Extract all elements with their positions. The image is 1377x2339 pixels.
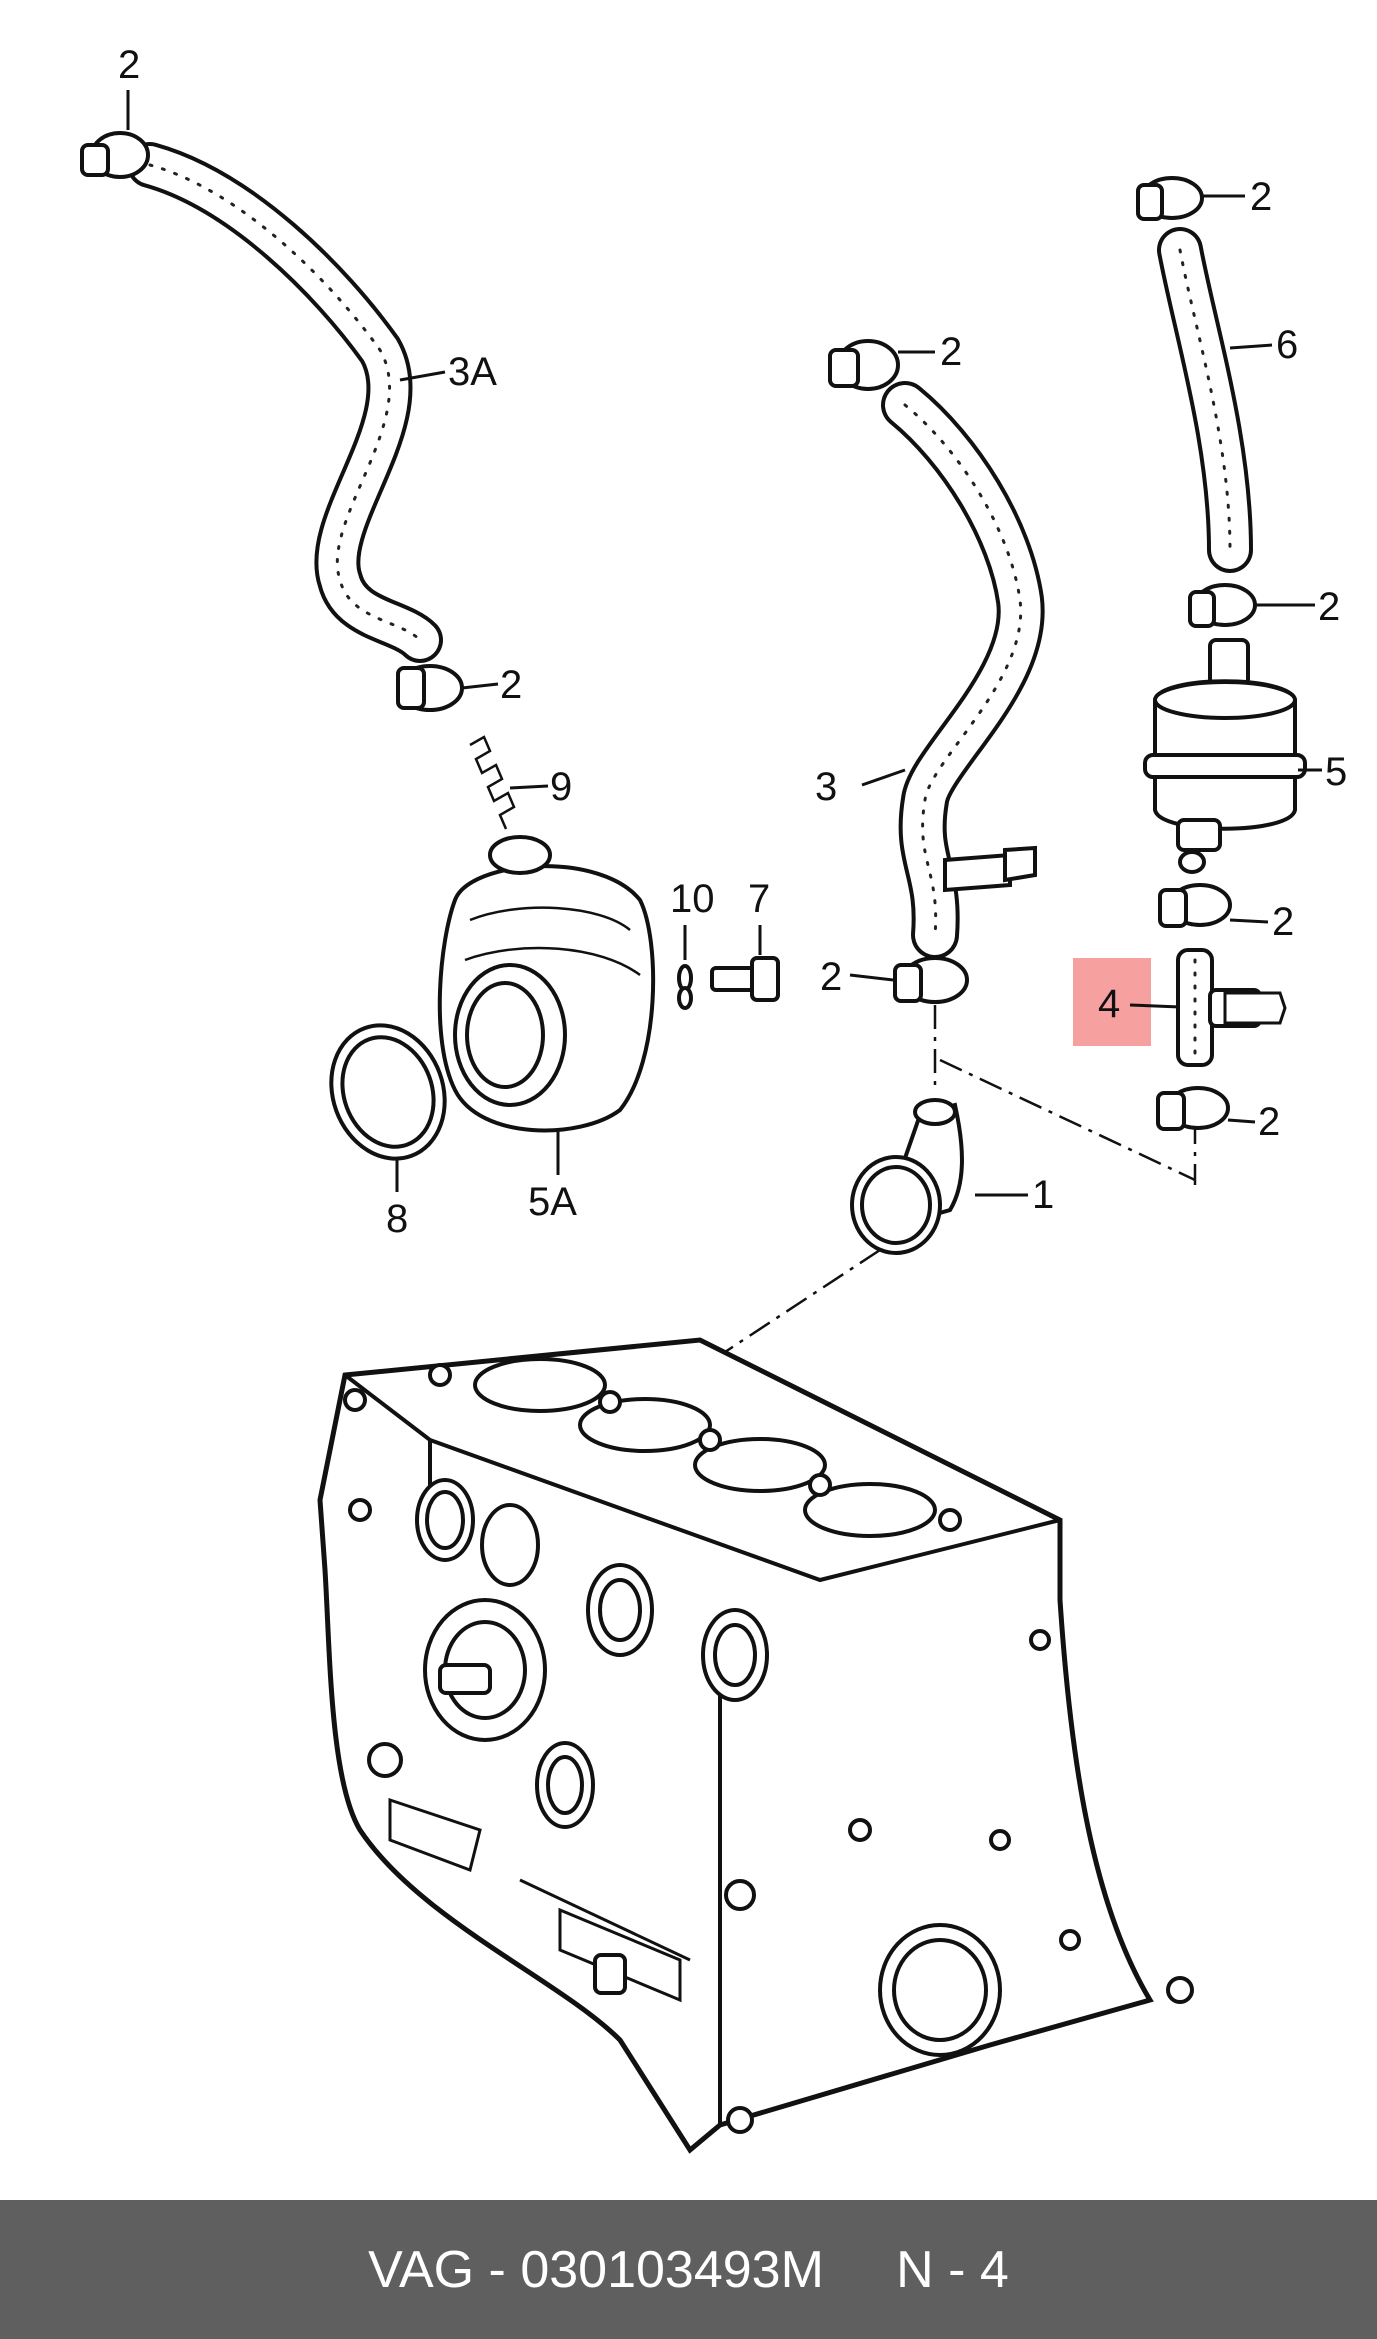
- hose-3a: [127, 142, 443, 663]
- clamp-left-lower: [396, 664, 464, 712]
- label-2-b: 2: [500, 663, 522, 707]
- part-number-footer: VAG - 030103493M N - 4: [0, 2200, 1377, 2339]
- hose-3: [881, 381, 1045, 959]
- engine-block: [317, 1337, 1194, 2154]
- label-2-g: 2: [1272, 900, 1294, 944]
- label-5: 5: [1325, 750, 1347, 794]
- clamp-mid-top: [828, 339, 900, 391]
- label-6: 6: [1276, 323, 1298, 367]
- footer-text: VAG - 030103493M N - 4: [368, 2240, 1009, 2299]
- parts-diagram: 2 3A 2 9 5A 8 10 7: [80, 43, 1347, 2154]
- spring-9: [469, 735, 516, 830]
- label-3a: 3A: [448, 350, 497, 394]
- pipe-1: [850, 1098, 964, 1255]
- label-8: 8: [386, 1197, 408, 1241]
- clamp-right-3: [1158, 883, 1232, 928]
- gasket-8: [329, 1023, 447, 1161]
- label-5a: 5A: [528, 1180, 577, 1224]
- hose-6: [1157, 227, 1253, 573]
- label-2-f: 2: [1318, 585, 1340, 629]
- flange-5a: [437, 835, 656, 1133]
- label-4: 4: [1098, 982, 1120, 1026]
- tee-4-highlight: [1073, 958, 1151, 1046]
- label-1: 1: [1032, 1173, 1054, 1217]
- clamp-right-top: [1136, 176, 1204, 221]
- clamp-right-2: [1188, 583, 1257, 628]
- label-2-c: 2: [940, 330, 962, 374]
- label-10: 10: [670, 877, 715, 921]
- label-2-h: 2: [1258, 1100, 1280, 1144]
- filter-5: [1143, 638, 1307, 874]
- label-3: 3: [815, 765, 837, 809]
- bolt-7: [710, 956, 780, 1002]
- tee-4: [1176, 948, 1287, 1067]
- label-7: 7: [748, 877, 770, 921]
- label-2-a: 2: [118, 43, 140, 87]
- washer-10: [677, 964, 693, 1010]
- clamp-top-left: [80, 131, 150, 179]
- clamp-mid-lower: [893, 956, 969, 1004]
- clamp-right-4: [1156, 1086, 1230, 1131]
- label-2-e: 2: [1250, 175, 1272, 219]
- label-2-d: 2: [820, 955, 842, 999]
- label-9: 9: [550, 765, 572, 809]
